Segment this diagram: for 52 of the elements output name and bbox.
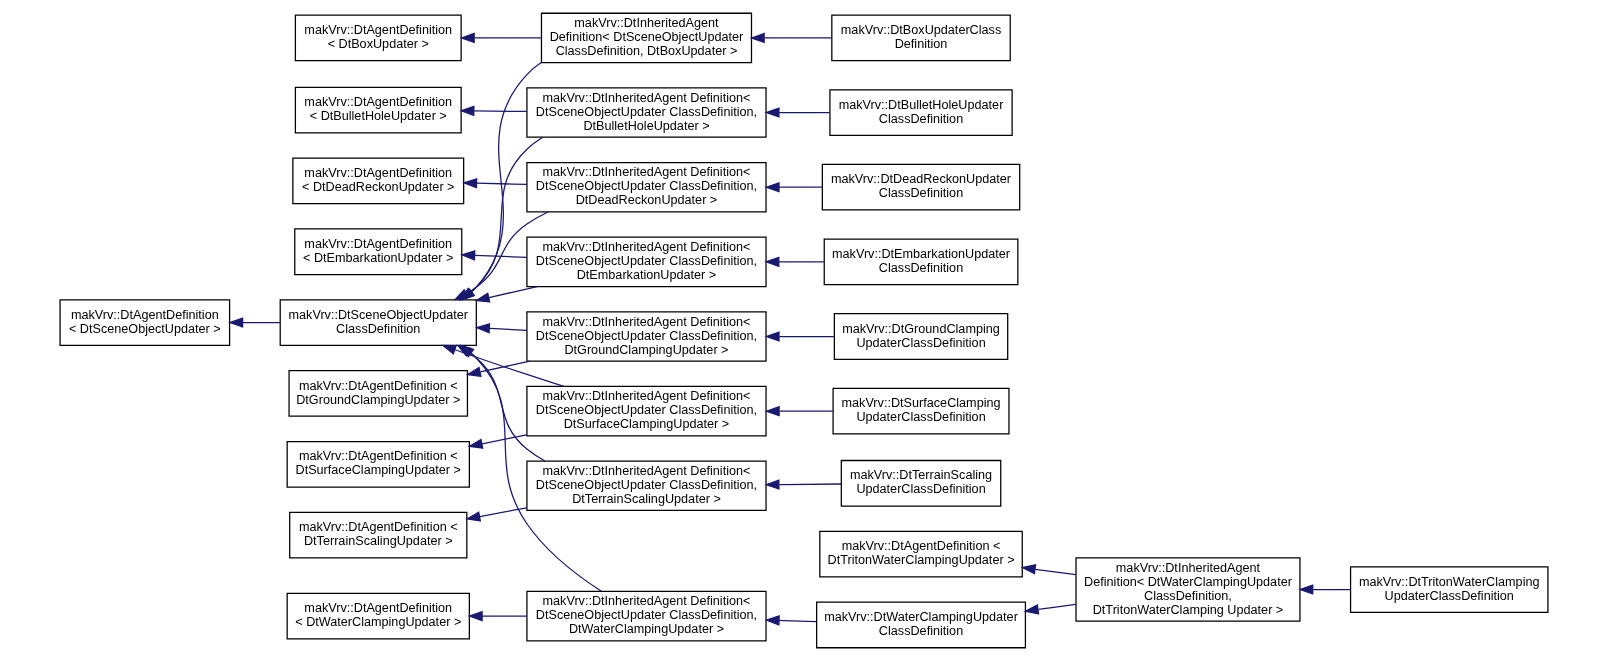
node-box: makVrv::DtAgentDefinition < DtSurfaceClampingUpdater > [286, 440, 470, 488]
node-box: makVrv::DtInheritedAgent Definition< DtSceneObjectUpdater ClassDefinition, DtGroundClampingUpdater > [526, 311, 767, 362]
arrow [467, 610, 528, 622]
arrow [1298, 584, 1352, 595]
node-box: makVrv::DtAgentDefinition < DtTritonWaterClampingUpdater > [819, 530, 1023, 578]
node-box: makVrv::DtGroundClamping UpdaterClassDefinition [833, 313, 1009, 360]
node-box: makVrv::DtAgentDefinition < DtSceneObjectUpdater > [59, 299, 231, 346]
arrow [764, 405, 834, 417]
node-box: makVrv::DtEmbarkationUpdater ClassDefinition [823, 238, 1019, 286]
arrow [460, 250, 528, 261]
node-box: makVrv::DtTerrainScaling UpdaterClassDefinition [840, 459, 1002, 507]
arrow [459, 32, 542, 44]
arrow [459, 344, 603, 592]
arrow [764, 331, 835, 342]
node-box: makVrv::DtTritonWaterClamping UpdaterClassDefinition [1349, 566, 1549, 613]
node-box: makVrv::DtInheritedAgent Definition< DtWaterClampingUpdater ClassDefinition, DtTritonWaterClamping Updater > [1075, 557, 1301, 622]
arrow [1023, 603, 1077, 615]
node-box: makVrv::DtInheritedAgent Definition< DtSceneObjectUpdater ClassDefinition, DtDeadReckonUpdater > [526, 161, 767, 213]
arrow [228, 317, 281, 328]
arrow [749, 32, 833, 44]
node-box: makVrv::DtInheritedAgent Definition< DtSceneObjectUpdater ClassDefinition, DtTerrainScalingUpdater > [526, 460, 767, 512]
node-box: makVrv::DtAgentDefinition < DtBulletHoleUpdater > [294, 86, 462, 134]
node-box: makVrv::DtInheritedAgent Definition< DtSceneObjectUpdater ClassDefinition, DtSurfaceClampingUpdater > [526, 385, 767, 437]
node-box: makVrv::DtWaterClampingUpdater ClassDefinition [816, 601, 1027, 649]
node-box: makVrv::DtAgentDefinition < DtBoxUpdater > [294, 14, 462, 62]
node-box: makVrv::DtInheritedAgent Definition< DtSceneObjectUpdater ClassDefinition, DtEmbarkationUpdater > [526, 236, 767, 288]
node-box: makVrv::DtBoxUpdaterClass Definition [831, 14, 1011, 62]
node-box: makVrv::DtInheritedAgent Definition< DtSceneObjectUpdater ClassDefinition, DtBulletHoleUpdater > [526, 87, 767, 138]
arrow [462, 177, 528, 189]
node-box: makVrv::DtInheritedAgent Definition< DtSceneObjectUpdater ClassDefinition, DtWaterClampingUpdater > [526, 590, 767, 642]
arrow [467, 434, 528, 449]
arrow [764, 107, 831, 118]
node-box: makVrv::DtAgentDefinition < DtTerrainScalingUpdater > [289, 511, 468, 559]
node-box: makVrv::DtSceneObjectUpdater ClassDefinition [279, 299, 477, 346]
node-box: makVrv::DtAgentDefinition < DtDeadReckonUpdater > [292, 157, 465, 205]
arrow [474, 323, 528, 334]
arrow [764, 181, 823, 193]
node-box: makVrv::DtSurfaceClamping UpdaterClassDefinition [832, 387, 1010, 435]
node-box: makVrv::DtAgentDefinition < DtEmbarkationUpdater > [294, 228, 463, 276]
node-box: makVrv::DtAgentDefinition < DtWaterClampingUpdater > [286, 592, 470, 640]
arrow [465, 360, 531, 377]
arrow [764, 615, 818, 626]
arrow [474, 285, 538, 303]
node-box: makVrv::DtAgentDefinition < DtGroundClampingUpdater > [288, 370, 469, 417]
arrow [465, 507, 528, 522]
node-box: makVrv::DtBulletHoleUpdater ClassDefinition [829, 89, 1013, 136]
arrow [764, 479, 842, 490]
arrow [764, 256, 825, 268]
arrow [459, 105, 528, 117]
arrow [1020, 564, 1077, 576]
node-box: makVrv::DtDeadReckonUpdater ClassDefinition [821, 163, 1021, 211]
node-box: makVrv::DtInheritedAgent Definition< DtSceneObjectUpdater ClassDefinition, DtBoxUpdater > [540, 12, 753, 64]
